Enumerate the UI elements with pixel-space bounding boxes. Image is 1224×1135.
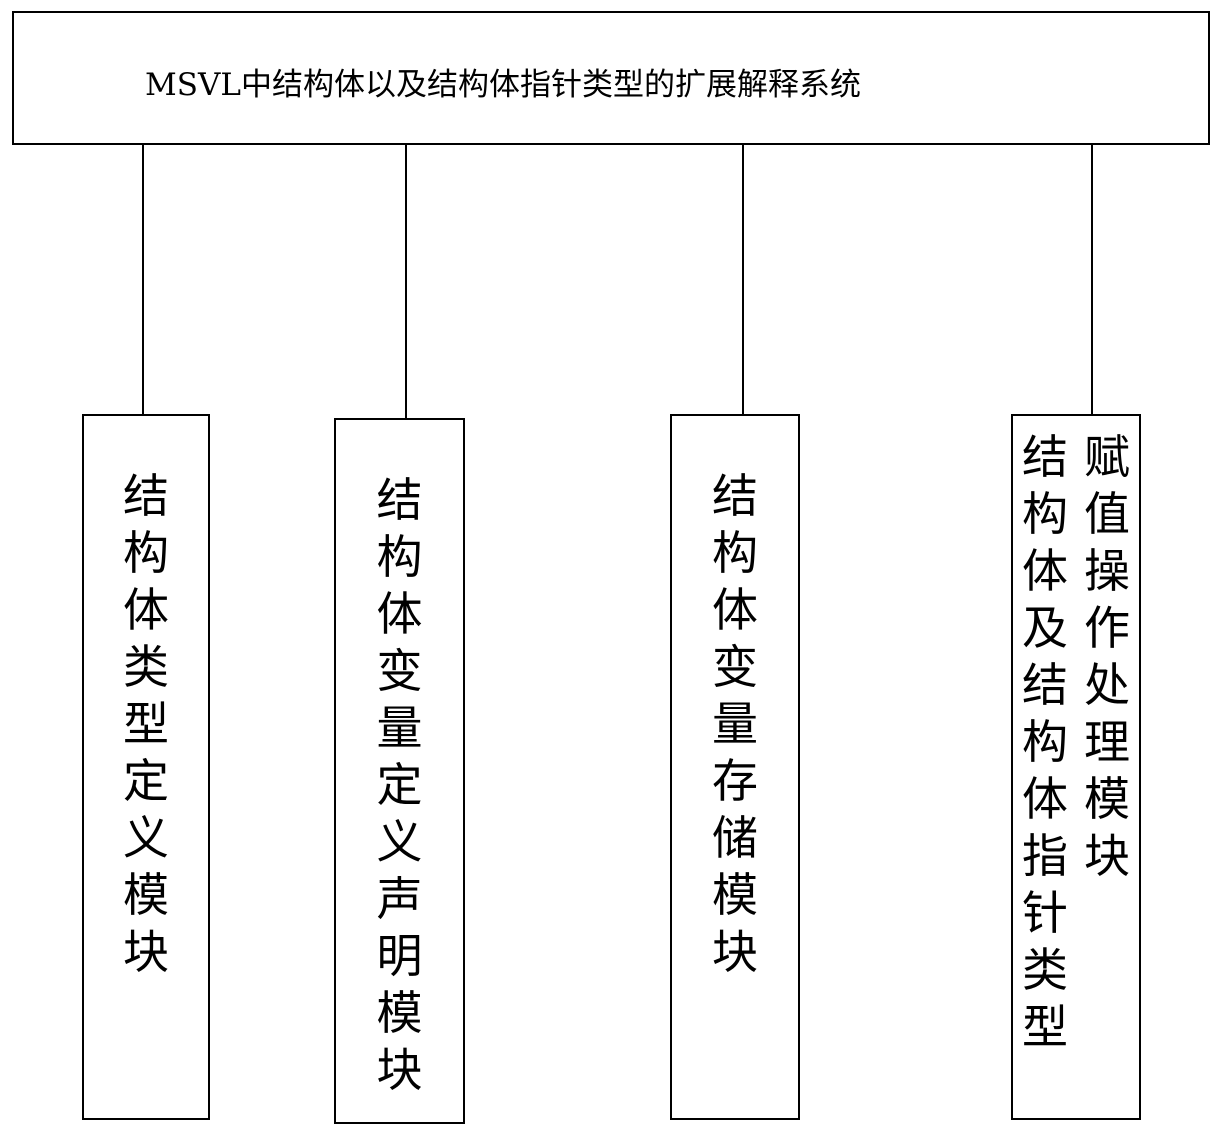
module-label-column-1: 结构体类型定义模块: [123, 468, 169, 981]
label-glyph: 义: [123, 811, 169, 865]
label-glyph: 结: [123, 469, 169, 523]
label-glyph: 赋: [1084, 430, 1130, 484]
label-glyph: 变: [376, 644, 423, 698]
module-label-columns: 结构体变量存储模块: [672, 468, 798, 981]
label-glyph: 变: [712, 640, 758, 694]
label-glyph: 定: [376, 758, 423, 812]
label-glyph: 体: [123, 583, 169, 637]
label-glyph: 指: [1022, 829, 1068, 883]
module-box-struct-variable-declaration-module[interactable]: 结构体变量定义声明模块: [334, 418, 465, 1124]
label-glyph: 体: [1022, 772, 1068, 826]
label-glyph: 结: [376, 473, 423, 527]
connector-line-3: [742, 145, 744, 416]
label-glyph: 体: [712, 583, 758, 637]
module-box-struct-type-definition-module[interactable]: 结构体类型定义模块: [82, 414, 210, 1120]
label-glyph: 结: [1022, 658, 1068, 712]
label-glyph: 结: [1022, 430, 1068, 484]
label-glyph: 处: [1084, 658, 1130, 712]
label-glyph: 定: [123, 754, 169, 808]
label-glyph: 构: [1022, 715, 1068, 769]
connector-line-1: [142, 145, 144, 416]
label-glyph: 模: [1084, 772, 1130, 826]
label-glyph: 明: [376, 929, 423, 983]
label-glyph: 型: [1022, 1000, 1068, 1054]
label-glyph: 构: [123, 526, 169, 580]
connector-line-2: [405, 145, 407, 420]
label-glyph: 模: [123, 868, 169, 922]
module-label-column-2: 结构体及结构体指针类型: [1022, 429, 1068, 1056]
module-label-columns: 结构体类型定义模块: [84, 468, 208, 981]
label-glyph: 块: [1084, 829, 1130, 883]
label-glyph: 型: [123, 697, 169, 751]
module-label-columns: 赋值操作处理模块结构体及结构体指针类型: [1013, 429, 1139, 1056]
label-glyph: 声: [376, 872, 423, 926]
label-glyph: 针: [1022, 886, 1068, 940]
label-glyph: 结: [712, 469, 758, 523]
label-glyph: 储: [712, 811, 758, 865]
label-glyph: 构: [376, 530, 423, 584]
label-glyph: 块: [123, 925, 169, 979]
label-glyph: 块: [376, 1043, 423, 1097]
label-glyph: 类: [123, 640, 169, 694]
root-node-box: MSVL中结构体以及结构体指针类型的扩展解释系统: [12, 11, 1210, 145]
label-glyph: 存: [712, 754, 758, 808]
module-label-column-1: 结构体变量定义声明模块: [377, 472, 423, 1099]
module-label-columns: 结构体变量定义声明模块: [336, 472, 463, 1099]
label-glyph: 模: [712, 868, 758, 922]
label-glyph: 及: [1022, 601, 1068, 655]
label-glyph: 作: [1084, 601, 1130, 655]
label-glyph: 值: [1084, 487, 1130, 541]
label-glyph: 类: [1022, 943, 1068, 997]
label-glyph: 体: [376, 587, 423, 641]
label-glyph: 量: [376, 701, 423, 755]
label-glyph: 构: [712, 526, 758, 580]
connector-line-4: [1091, 145, 1093, 416]
page-title: MSVL中结构体以及结构体指针类型的扩展解释系统: [145, 67, 861, 103]
label-glyph: 模: [376, 986, 423, 1040]
label-glyph: 构: [1022, 487, 1068, 541]
label-glyph: 义: [376, 815, 423, 869]
module-box-struct-variable-storage-module[interactable]: 结构体变量存储模块: [670, 414, 800, 1120]
label-glyph: 块: [712, 925, 758, 979]
label-glyph: 操: [1084, 544, 1130, 598]
module-box-assignment-operation-processing-module[interactable]: 赋值操作处理模块结构体及结构体指针类型: [1011, 414, 1141, 1120]
label-glyph: 量: [712, 697, 758, 751]
module-label-column-1: 结构体变量存储模块: [712, 468, 758, 981]
label-glyph: 理: [1084, 715, 1130, 769]
label-glyph: 体: [1022, 544, 1068, 598]
module-label-column-1: 赋值操作处理模块: [1084, 429, 1130, 885]
